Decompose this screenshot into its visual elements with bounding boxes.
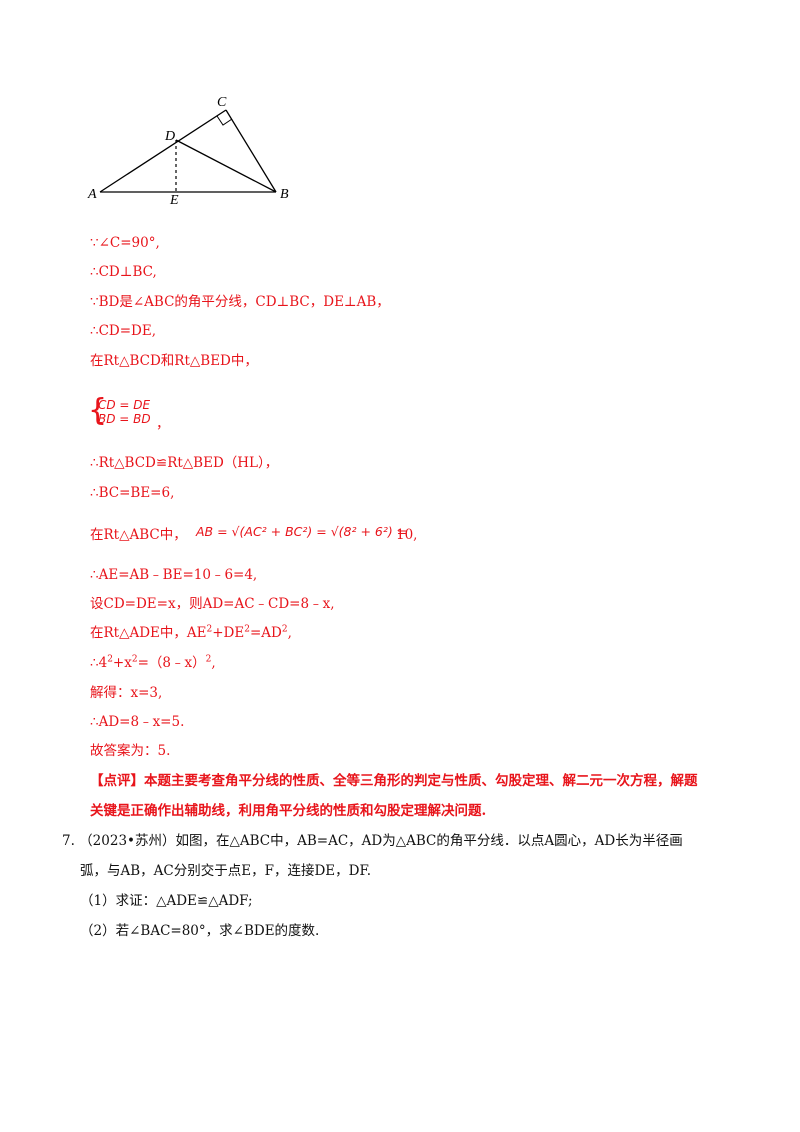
solution-line-15: 故答案为：5.	[90, 743, 171, 759]
solution-line-10: 设CD=DE=x，则AD=AC﹣CD=8﹣x,	[90, 596, 335, 612]
sup-2: 2	[131, 654, 138, 665]
problem-7-line-1: 7. （2023•苏州）如图，在△ABC中，AB=AC，AD为△ABC的角平分线…	[62, 833, 683, 849]
segment-AC	[99, 109, 227, 193]
solution-line-13: 解得：x=3,	[90, 685, 163, 701]
sup-2: 2	[206, 624, 213, 635]
solution-line-14: ∴AD=8﹣x=5.	[90, 714, 185, 730]
sup-2: 2	[205, 654, 212, 665]
solution-line-8-prefix: 在Rt△ABC中，	[90, 527, 187, 543]
solution-line-5: 在Rt△BCD和Rt△BED中，	[90, 353, 258, 369]
label-B: B	[280, 187, 289, 202]
equation-system: { CD = DE BD = BD ，	[88, 393, 178, 433]
triangle-figure: C D A E B	[87, 95, 289, 208]
solution-line-1: ∵∠C=90°,	[90, 235, 160, 251]
l12-part-a: ∴4	[90, 655, 108, 671]
solution-line-2: ∴CD⊥BC,	[90, 264, 157, 280]
l12-part-d: ,	[211, 655, 216, 671]
problem-7-question-2: （2）若∠BAC=80°，求∠BDE的度数.	[80, 923, 320, 939]
sup-2: 2	[107, 654, 113, 665]
system-row-1: CD = DE	[98, 398, 151, 412]
l11-part-d: ,	[287, 625, 292, 641]
problem-7-line-2: 弧，与AB，AC分别交于点E，F，连接DE，DF.	[80, 863, 372, 879]
l12-part-b: +x	[112, 655, 132, 671]
segment-CB	[225, 109, 277, 193]
l11-part-c: =AD	[249, 625, 282, 641]
comment-line-2: 关键是正确作出辅助线，利用角平分线的性质和勾股定理解决问题.	[90, 803, 487, 819]
right-angle-mark	[216, 115, 233, 126]
system-brace: {	[88, 393, 108, 428]
l12-part-c: =（8﹣x）	[137, 655, 206, 671]
pythagorean-formula: AB = √(AC² + BC²) = √(8² + 6²) =	[196, 524, 408, 539]
label-D: D	[164, 129, 175, 144]
solution-line-8-suffix: 10,	[396, 527, 418, 543]
l11-part-a: 在Rt△ADE中，AE	[90, 625, 207, 641]
solution-line-3: ∵BD是∠ABC的角平分线，CD⊥BC，DE⊥AB，	[90, 294, 390, 310]
system-comma: ，	[156, 416, 170, 432]
solution-line-4: ∴CD=DE,	[90, 323, 157, 339]
l11-part-b: +DE	[212, 625, 245, 641]
solution-line-9: ∴AE=AB﹣BE=10﹣6=4,	[90, 567, 258, 583]
sup-2: 2	[281, 624, 288, 635]
solution-line-12: ∴42+x2=（8﹣x）2,	[90, 654, 216, 672]
solution-line-6: ∴Rt△BCD≌Rt△BED（HL），	[90, 455, 279, 471]
comment-line-1: 【点评】本题主要考查角平分线的性质、全等三角形的判定与性质、勾股定理、解二元一次…	[90, 773, 698, 789]
system-row-2: BD = BD	[98, 412, 151, 426]
solution-line-7: ∴BC=BE=6,	[90, 485, 175, 501]
label-A: A	[87, 187, 97, 202]
sup-2: 2	[244, 624, 250, 635]
segment-DB	[175, 139, 277, 193]
problem-7-question-1: （1）求证：△ADE≌△ADF;	[80, 893, 253, 909]
solution-line-11: 在Rt△ADE中，AE2+DE2=AD2,	[90, 624, 292, 642]
label-E: E	[169, 193, 179, 208]
label-C: C	[217, 95, 227, 110]
